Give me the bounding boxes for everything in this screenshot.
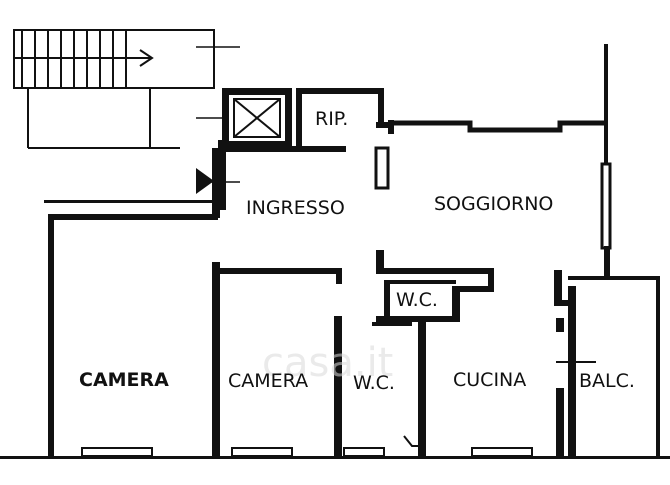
room-label-camera-middle: CAMERA — [228, 370, 308, 392]
room-label-wc-upper: W.C. — [396, 289, 438, 311]
room-label-wc-lower: W.C. — [353, 372, 395, 394]
watermark: casa.it — [262, 340, 393, 386]
elevator-shaft — [222, 88, 292, 148]
entrance-arrow-icon — [196, 168, 214, 194]
room-label-ingresso: INGRESSO — [246, 197, 345, 219]
room-label-cucina: CUCINA — [453, 369, 526, 391]
walls — [0, 44, 670, 459]
room-label-camera-left: CAMERA — [79, 369, 169, 391]
room-label-soggiorno: SOGGIORNO — [434, 193, 553, 215]
staircase — [13, 29, 240, 183]
room-label-ripostiglio: RIP. — [315, 108, 348, 130]
room-label-balcone: BALC. — [579, 370, 635, 392]
